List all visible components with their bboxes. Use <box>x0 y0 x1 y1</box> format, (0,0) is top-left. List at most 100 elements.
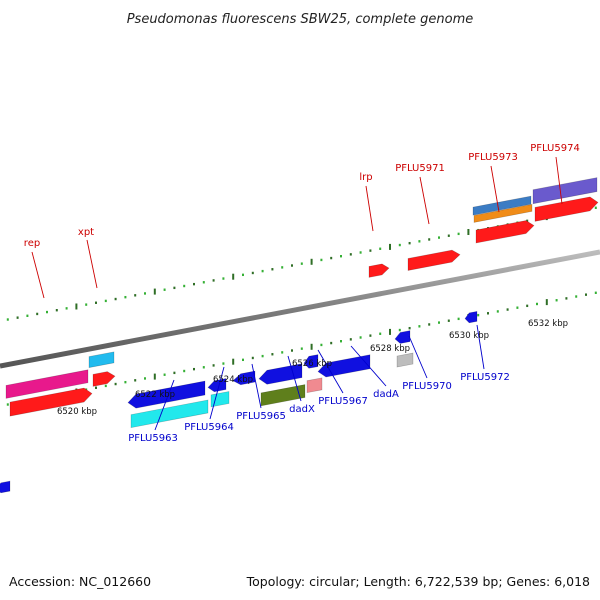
top-minor-tick <box>418 240 421 243</box>
pflu5967-cds-arrow <box>303 354 319 369</box>
top-minor-tick <box>95 301 97 304</box>
top-minor-tick <box>281 266 284 269</box>
bottom-minor-tick <box>496 310 499 313</box>
bottom-minor-tick <box>457 317 460 321</box>
bottom-minor-tick <box>183 369 186 373</box>
dada-leader-line <box>350 345 387 387</box>
bottom-minor-tick <box>418 325 421 328</box>
top-minor-tick <box>46 310 48 314</box>
pflu5974-cds-arrow <box>534 196 599 222</box>
kbp-label-6526: 6526 kbp <box>292 359 332 369</box>
gene-label-pflu5967[interactable]: PFLU5967 <box>318 396 368 407</box>
bottom-minor-tick <box>242 358 244 362</box>
top-minor-tick <box>428 238 431 241</box>
kbp-label-6520: 6520 kbp <box>57 407 97 417</box>
top-minor-tick <box>369 249 372 252</box>
top-minor-tick <box>251 271 254 275</box>
top-minor-tick <box>173 286 176 290</box>
gene-label-dadx[interactable]: dadX <box>289 404 315 415</box>
top-minor-tick <box>398 243 401 247</box>
top-minor-tick <box>291 264 293 267</box>
bottom-minor-tick <box>359 336 362 339</box>
kbp-label-6530: 6530 kbp <box>449 331 489 341</box>
top-minor-tick <box>408 241 411 245</box>
rep-rna-feature <box>5 369 89 399</box>
gene-label-lrp[interactable]: lrp <box>359 172 372 183</box>
pflu5963-misc-feature <box>130 399 209 428</box>
gene-label-pflu5972[interactable]: PFLU5972 <box>460 372 510 383</box>
gene-label-dada[interactable]: dadA <box>373 389 399 400</box>
kbp-label-6528: 6528 kbp <box>370 344 410 354</box>
top-minor-tick <box>349 253 352 256</box>
kbp-label-6524: 6524 kbp <box>213 375 253 385</box>
bottom-minor-tick <box>526 304 529 308</box>
bottom-gene-labels: PFLU5963 PFLU5964 PFLU5965 dadX PFLU5967… <box>128 372 510 444</box>
bottom-minor-tick <box>144 377 146 380</box>
bottom-minor-tick <box>438 321 440 324</box>
bottom-minor-tick <box>163 373 166 376</box>
dadx-misc-feature <box>260 384 306 407</box>
top-minor-tick <box>134 294 137 297</box>
pflu5965-leader-line <box>251 363 262 409</box>
top-minor-tick <box>271 268 274 271</box>
pflu5964-leader-line <box>209 366 225 420</box>
pflu5971-cds-arrow <box>407 249 461 271</box>
label-leaders <box>31 156 563 431</box>
pflu5970-misc-feature <box>396 352 414 368</box>
bottom-minor-tick <box>202 366 205 369</box>
pflu5964-cds-arrow <box>207 378 227 393</box>
gene-label-xpt[interactable]: xpt <box>78 227 94 238</box>
gene-label-pflu5974[interactable]: PFLU5974 <box>530 143 580 154</box>
kbp-labels: 6520 kbp 6522 kbp 6524 kbp 6526 kbp 6528… <box>57 319 568 417</box>
pflu5972-leader-line <box>476 324 485 370</box>
gene-label-pflu5971[interactable]: PFLU5971 <box>395 163 445 174</box>
top-minor-tick <box>526 219 529 223</box>
accession-text: Accession: NC_012660 <box>9 574 151 589</box>
top-minor-tick <box>16 316 19 319</box>
kbp-label-6532: 6532 kbp <box>528 319 568 329</box>
gene-label-rep[interactable]: rep <box>24 238 40 249</box>
top-minor-tick <box>104 299 107 303</box>
top-minor-tick <box>438 236 440 239</box>
top-minor-tick <box>242 273 244 277</box>
top-gene-labels: rep xpt lrp PFLU5971 PFLU5973 PFLU5974 <box>24 143 580 249</box>
bottom-minor-tick <box>251 356 254 360</box>
bottom-minor-tick <box>271 353 274 356</box>
top-minor-tick <box>330 256 333 260</box>
pflu5972-cds-arrow <box>464 311 478 324</box>
gene-label-pflu5964[interactable]: PFLU5964 <box>184 422 234 433</box>
top-minor-tick <box>340 255 342 258</box>
gene-label-pflu5973[interactable]: PFLU5973 <box>468 152 518 163</box>
gene-label-pflu5965[interactable]: PFLU5965 <box>236 411 286 422</box>
top-minor-tick <box>183 284 186 288</box>
xpt-leader-line <box>86 239 98 289</box>
lrp-leader-line <box>365 185 374 232</box>
bottom-minor-tick <box>193 367 195 371</box>
bottom-minor-tick <box>300 347 303 350</box>
top-minor-tick <box>144 292 146 295</box>
pflu5963-cds-arrow <box>127 380 206 409</box>
bottom-minor-tick <box>173 371 176 375</box>
top-minor-tick <box>447 234 450 237</box>
xpt-rna-feature <box>88 351 115 368</box>
gene-label-pflu5963[interactable]: PFLU5963 <box>128 433 178 444</box>
bottom-minor-tick <box>477 313 480 317</box>
pflu5974-misc-feature <box>532 177 598 205</box>
feature-track <box>0 177 599 494</box>
top-minor-tick <box>55 309 58 312</box>
bottom-minor-tick <box>398 328 401 332</box>
off-left-cds-arrow <box>0 480 11 494</box>
genome-backbone <box>0 249 600 369</box>
top-minor-tick <box>320 258 323 262</box>
top-minor-tick <box>300 262 303 265</box>
bottom-minor-tick <box>114 382 117 386</box>
pflu5973-leader-line <box>490 165 500 213</box>
bottom-minor-tick <box>349 338 352 341</box>
bottom-minor-tick <box>408 326 411 330</box>
dadx-leader-line <box>287 355 302 402</box>
top-minor-tick <box>85 303 88 306</box>
pflu5967-leader-line <box>317 349 344 394</box>
bottom-minor-tick <box>320 343 323 347</box>
gene-label-pflu5970[interactable]: PFLU5970 <box>402 381 452 392</box>
